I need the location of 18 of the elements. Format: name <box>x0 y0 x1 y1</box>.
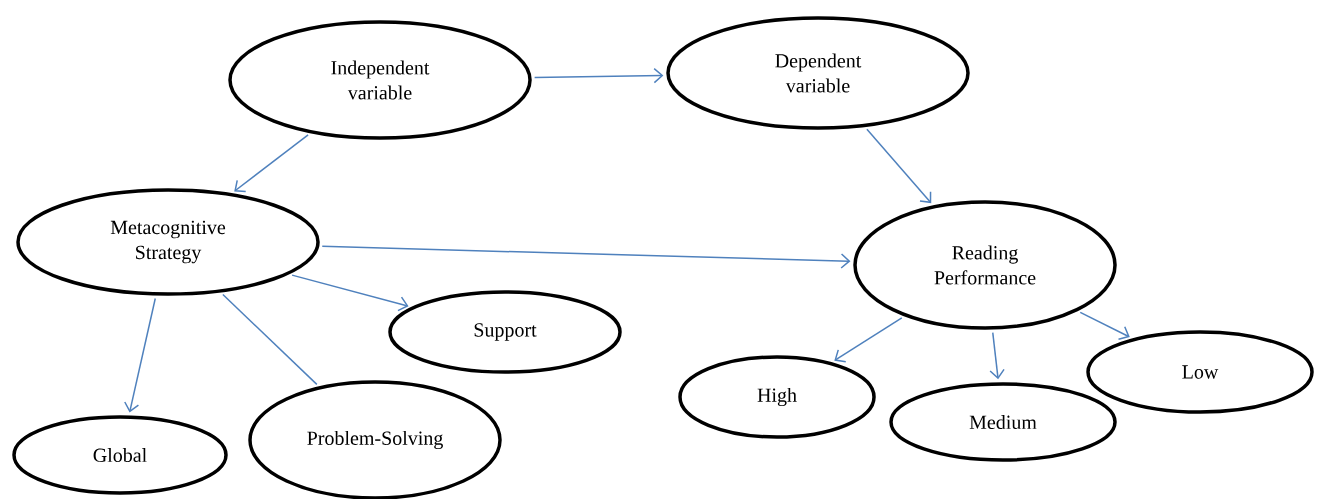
arrow <box>533 67 664 84</box>
ellipse-node: Support <box>388 290 622 374</box>
arrow <box>866 128 932 204</box>
ellipse-node: Global <box>12 415 228 495</box>
arrow <box>291 274 409 312</box>
arrow <box>321 245 851 269</box>
arrow <box>234 134 309 193</box>
ellipse-node: Independent variable <box>228 20 532 140</box>
arrow <box>124 297 156 413</box>
ellipse-node: Dependent variable <box>666 16 970 130</box>
ellipse-node: Low <box>1086 330 1314 414</box>
arrow <box>834 317 903 363</box>
ellipse-node: Reading Performance <box>853 200 1117 330</box>
ellipse-node: High <box>678 355 876 439</box>
arrow <box>1079 311 1130 340</box>
ellipse-node: Medium <box>889 382 1117 462</box>
ellipse-node: Metacognitive Strategy <box>16 188 320 296</box>
arrow <box>989 331 1005 380</box>
